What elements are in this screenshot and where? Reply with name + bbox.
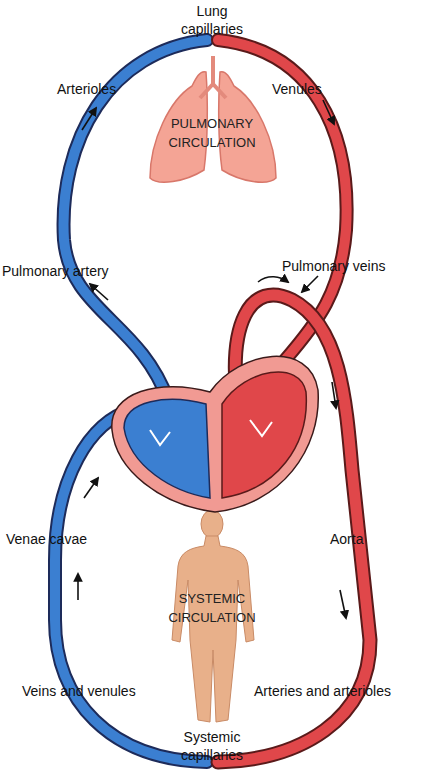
vessel-label: Veins and venules	[22, 682, 136, 700]
vessel-label: Lung capillaries	[172, 2, 252, 38]
vessel-label: Arteries and arterioles	[254, 682, 391, 700]
circuit-title: SYSTEMIC CIRCULATION	[152, 589, 272, 627]
vessel-label: Venules	[272, 80, 322, 98]
blood-vessels	[55, 40, 370, 762]
vessel-label: Venae cavae	[6, 530, 87, 548]
lungs-illustration	[150, 56, 276, 182]
flow-arrows	[78, 100, 346, 618]
heart-illustration	[112, 356, 318, 512]
vessel-label: Pulmonary artery	[2, 262, 109, 280]
vessel-label: Systemic capillaries	[157, 728, 267, 764]
circuit-title: PULMONARY CIRCULATION	[152, 114, 272, 152]
vessel-label: Arterioles	[57, 80, 116, 98]
vessel-label: Aorta	[330, 530, 363, 548]
vessel-label: Pulmonary veins	[282, 257, 386, 275]
